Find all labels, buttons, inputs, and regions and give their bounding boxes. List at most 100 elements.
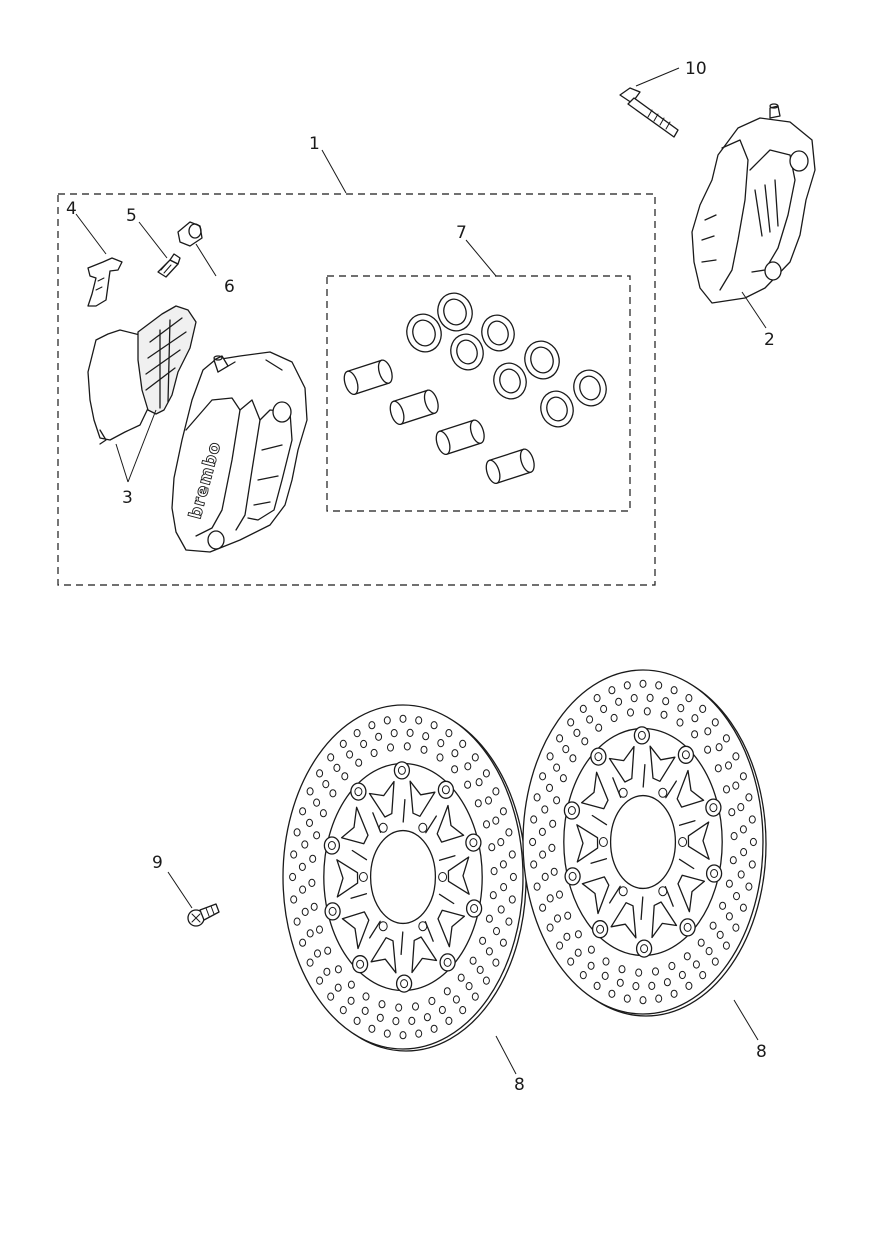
- carrier-window: [581, 876, 610, 915]
- drill-hole: [639, 996, 647, 1005]
- callout-labels: 1 10 2 4 5 6 7 3 9 8 8: [66, 59, 775, 1095]
- drill-hole: [554, 914, 561, 923]
- hub-bolt-hole: [438, 872, 448, 882]
- drill-hole: [692, 960, 700, 969]
- drill-hole: [316, 769, 324, 778]
- float-button-hole: [470, 904, 479, 913]
- bleed-nipple: [157, 253, 181, 278]
- drill-hole: [530, 815, 538, 824]
- drill-hole: [334, 983, 342, 992]
- drill-hole: [406, 728, 414, 737]
- drill-hole: [493, 927, 500, 936]
- float-button-hole: [443, 957, 452, 967]
- float-button-hole: [637, 730, 646, 740]
- drill-hole: [457, 973, 465, 982]
- drill-hole: [471, 753, 479, 762]
- drill-hole: [574, 930, 582, 939]
- float-button: [564, 867, 581, 886]
- callout-5: 5: [126, 206, 137, 226]
- carrier-spoke: [402, 798, 406, 823]
- float-button-hole: [683, 922, 692, 932]
- drill-hole: [347, 996, 355, 1005]
- drill-hole: [745, 882, 753, 891]
- drill-hole: [699, 704, 707, 713]
- hub-bolt-hole: [378, 822, 388, 833]
- hub-bolt-hole: [618, 787, 628, 798]
- drill-hole: [399, 714, 407, 723]
- carrier-spoke: [425, 815, 437, 834]
- pad-retainer-spring: [87, 257, 123, 307]
- carrier-window: [341, 911, 370, 950]
- drill-hole: [451, 749, 459, 758]
- drill-hole: [685, 694, 693, 703]
- drill-hole: [643, 707, 651, 716]
- drill-hole: [745, 793, 753, 802]
- callout-6: 6: [224, 277, 235, 297]
- drill-hole: [574, 948, 582, 957]
- carrier-window: [437, 909, 466, 948]
- drill-hole: [655, 994, 663, 1003]
- drill-hole: [399, 1031, 407, 1040]
- drill-hole: [475, 778, 483, 787]
- drill-hole: [549, 819, 557, 828]
- drill-hole: [370, 748, 378, 758]
- drill-hole: [670, 686, 678, 695]
- drill-hole: [630, 694, 638, 703]
- brake-caliper-right: [691, 103, 816, 304]
- float-button: [677, 745, 695, 764]
- hub-bolt-hole: [678, 837, 688, 847]
- bleed-nipple-cap: [177, 221, 203, 247]
- callout-10: 10: [685, 59, 707, 79]
- disc-body: [522, 669, 767, 1017]
- drill-hole: [550, 867, 558, 876]
- drill-hole: [362, 992, 370, 1001]
- hub-bolt-hole: [598, 837, 608, 847]
- seal-rings: [406, 292, 607, 428]
- drill-hole: [443, 987, 451, 996]
- drill-hole: [438, 1005, 446, 1015]
- float-button: [563, 801, 581, 820]
- drill-hole: [476, 965, 484, 975]
- drill-hole: [655, 681, 663, 690]
- drill-hole: [739, 903, 747, 912]
- drill-hole: [327, 992, 335, 1001]
- carrier-window: [580, 771, 609, 810]
- drill-hole: [676, 718, 684, 727]
- drill-hole: [355, 758, 363, 767]
- drill-hole: [390, 729, 398, 738]
- drill-hole: [445, 1016, 453, 1025]
- hub-bolt-hole: [658, 886, 668, 897]
- drill-hole: [533, 882, 541, 891]
- drill-hole: [324, 946, 332, 955]
- drill-hole: [488, 843, 496, 852]
- drill-hole: [668, 961, 676, 971]
- drill-hole: [739, 825, 747, 834]
- drill-hole: [529, 837, 537, 847]
- drill-hole: [368, 721, 376, 730]
- drill-hole: [497, 905, 505, 914]
- brake-disc-left: [282, 704, 527, 1052]
- float-button: [393, 761, 411, 780]
- drill-hole: [329, 789, 337, 798]
- drill-hole: [725, 912, 733, 921]
- drill-hole: [539, 850, 547, 859]
- drill-hole: [306, 787, 314, 796]
- drill-hole: [539, 903, 547, 912]
- float-button: [679, 918, 696, 937]
- float-button-hole: [567, 806, 576, 815]
- carrier-spoke: [438, 855, 456, 861]
- drill-hole: [719, 901, 727, 910]
- drill-hole: [732, 923, 740, 932]
- float-button-hole: [596, 924, 605, 934]
- carrier-spoke: [369, 920, 381, 939]
- drill-hole: [553, 796, 561, 805]
- drill-hole: [704, 745, 712, 754]
- drill-hole: [489, 891, 497, 900]
- drill-hole: [313, 831, 321, 840]
- carrier-window: [336, 859, 359, 898]
- float-button-hole: [640, 944, 649, 954]
- carrier-spoke: [438, 893, 455, 905]
- float-button: [705, 864, 723, 883]
- disc-outer-edge: [282, 704, 524, 1050]
- drill-hole: [492, 816, 500, 825]
